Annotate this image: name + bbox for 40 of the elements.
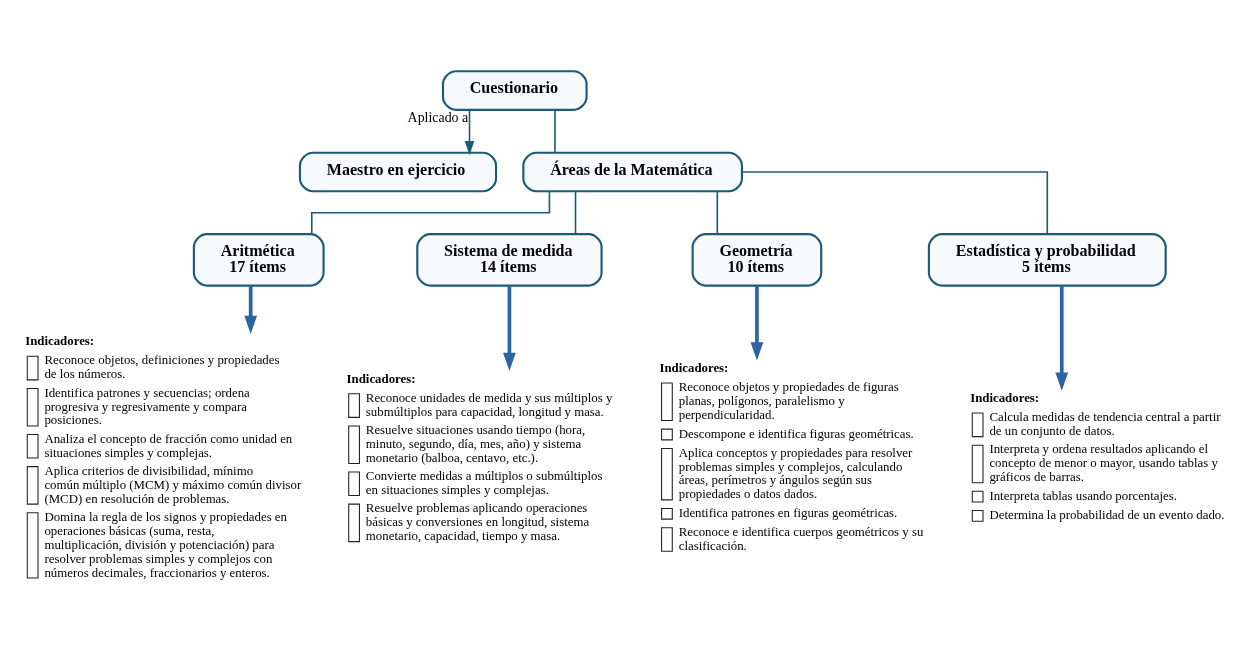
arrow [244, 285, 258, 334]
edge-label: Aplicado a [407, 109, 469, 125]
node-box: Maestro en ejercicio [298, 151, 498, 192]
node-label: Identifica patrones en figuras geométricas. [678, 505, 898, 520]
connector [310, 190, 551, 235]
node-label: Indicadores: [346, 371, 416, 386]
arrow [503, 285, 516, 371]
node-label: Interpreta tablas usando porcentajes. [989, 488, 1178, 503]
node-box: Aritmética 17 ítems [192, 232, 325, 287]
node-label: Aplica criterios de divisibilidad, mínimo común múltiplo (MCM) y máximo común divisor (MCD) en resolución de problemas. [44, 463, 302, 506]
node-label: Resuelve problemas aplicando operaciones básicas y conversiones en longitud, sistema monetario, capacidad, tiempo y masa. [365, 500, 590, 543]
node-box: Áreas de la Matemática [522, 151, 743, 192]
node-label: Interpreta y ordena resultados aplicando el concepto de menor o mayor, usando tablas y gráficos de barras. [989, 441, 1218, 484]
node-label: Identifica patrones y secuencias; ordena progresiva y regresivamente y compara posiciones. [44, 385, 250, 427]
node-label: Descompone e identifica figuras geométricas. [678, 426, 914, 441]
node-box: Cuestionario [441, 69, 588, 111]
node-label: Aplica conceptos y propiedades para resolver problemas simples y complejos, calculando áreas, perímetros y ángulos según sus propiedades o datos dados. [678, 445, 913, 501]
node-label: Indicadores: [970, 390, 1040, 405]
node-label: Reconoce e identifica cuerpos geométricos y su clasificación. [678, 524, 924, 553]
node-label: Calcula medidas de tendencia central a partir de un conjunto de datos. [989, 409, 1221, 438]
connector [716, 190, 719, 235]
node-label: Convierte medidas a múltiplos o submúltiplos en situaciones simples y complejas. [365, 468, 603, 497]
arrow [1055, 285, 1069, 391]
node-box: Estadística y probabilidad 5 ítems [927, 232, 1167, 287]
node-label: Analiza el concepto de fracción como unidad en situaciones simples y complejas. [44, 431, 293, 460]
arrow [750, 285, 764, 361]
node-box: Geometría 10 ítems [691, 232, 823, 287]
connector [741, 170, 1049, 235]
node-label: Indicadores: [25, 333, 95, 348]
node-label: Reconoce unidades de medida y sus múltiplos y submúltiplos para capacidad, longitud y masa. [365, 390, 613, 419]
node-box: Sistema de medida 14 ítems [416, 232, 603, 287]
arrow [464, 108, 475, 155]
node-label: Resuelve situaciones usando tiempo (hora, minuto, segundo, día, mes, año) y sistema monetario (balboa, centavo, etc.). [365, 422, 586, 465]
connector [554, 108, 556, 153]
node-label: Determina la probabilidad de un evento dado. [989, 507, 1225, 522]
node-label: Domina la regla de los signos y propiedades en operaciones básicas (suma, resta, multiplicación, división y potenciación) para resolver problemas simples y complejos con números decimales, fraccionarios y enteros. [44, 509, 287, 580]
node-label: Reconoce objetos y propiedades de figuras planas, polígonos, paralelismo y perpendicularidad. [678, 379, 899, 422]
node-label: Indicadores: [659, 360, 729, 375]
connector [574, 190, 577, 235]
node-label: Reconoce objetos, definiciones y propiedades de los números. [44, 352, 280, 381]
